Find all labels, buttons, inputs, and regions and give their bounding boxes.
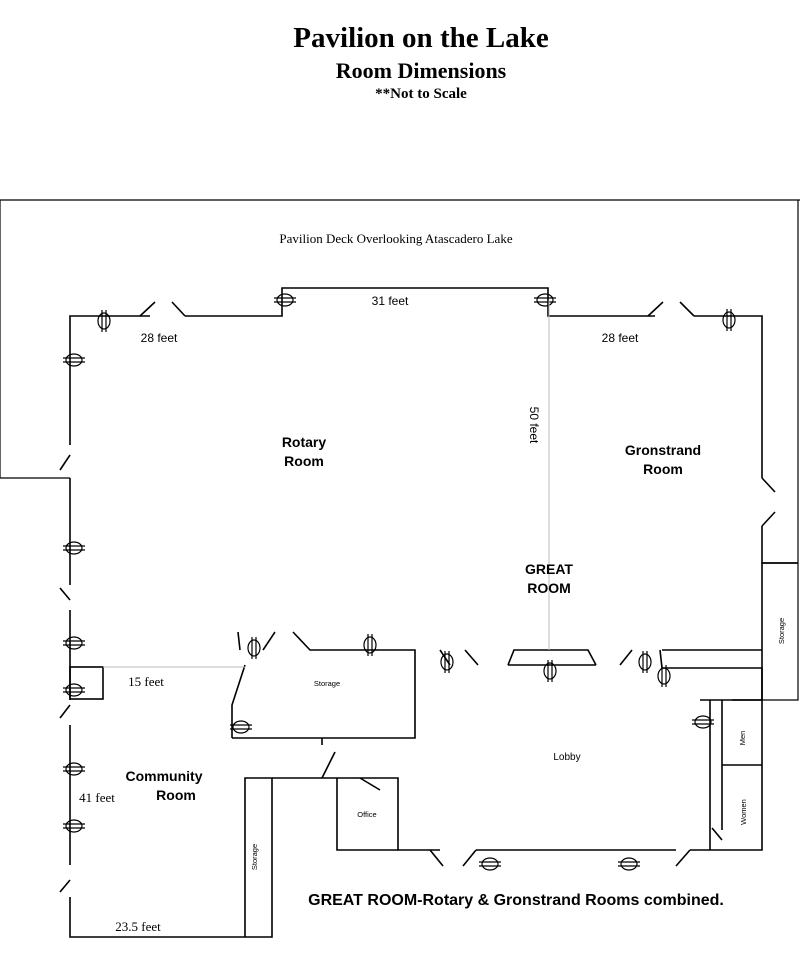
outlet-icon	[63, 683, 85, 697]
outlet-icon	[543, 660, 557, 682]
outlet-icon	[63, 353, 85, 367]
community-room-label-line2: Room	[156, 787, 196, 803]
dimension-bottom: 23.5 feet	[115, 919, 161, 934]
rotary-room-label-line2: Room	[284, 453, 324, 469]
deck-label: Pavilion Deck Overlooking Atascadero Lak…	[279, 231, 512, 246]
outlet-icon	[722, 309, 736, 331]
dimension-gronstrand-top: 28 feet	[602, 331, 639, 345]
lobby-label: Lobby	[553, 752, 580, 763]
outlet-icon	[363, 634, 377, 656]
deck-outline	[0, 199, 800, 701]
page-title: Pavilion on the Lake	[293, 22, 549, 54]
great-room-label-line2: ROOM	[527, 580, 571, 596]
storage-left-label: Storage	[250, 844, 259, 870]
great-room-label-line1: GREAT	[525, 561, 573, 577]
outlet-icon	[247, 637, 261, 659]
outlet-icon	[638, 651, 652, 673]
gronstrand-room-label-line2: Room	[643, 461, 683, 477]
outlet-icon	[97, 310, 111, 332]
outlet-icon	[692, 715, 714, 729]
outlet-icon	[63, 541, 85, 555]
outlet-icon	[230, 720, 252, 734]
dimension-community-depth: 41 feet	[79, 790, 115, 805]
office-label: Office	[357, 810, 376, 819]
outlet-icon	[274, 293, 296, 307]
building-walls	[59, 287, 798, 938]
gronstrand-room-label-line1: Gronstrand	[625, 442, 701, 458]
rotary-room-label-line1: Rotary	[282, 434, 327, 450]
scale-note: **Not to Scale	[375, 86, 467, 102]
outlet-icon	[618, 857, 640, 871]
community-room-label-line1: Community	[126, 768, 203, 784]
outlet-icon	[534, 293, 556, 307]
outlet-icon	[479, 857, 501, 871]
women-restroom-label: Women	[739, 799, 748, 825]
outlet-icon	[63, 636, 85, 650]
storage-right-label: Storage	[777, 618, 786, 644]
outlet-icon	[63, 762, 85, 776]
page-subtitle: Room Dimensions	[335, 58, 507, 83]
dimension-rotary-top: 28 feet	[141, 331, 178, 345]
storage-center-label: Storage	[314, 679, 340, 688]
outlet-icon	[440, 651, 454, 673]
outlet-symbols	[63, 293, 736, 871]
caption: GREAT ROOM-Rotary & Gronstrand Rooms com…	[308, 892, 724, 909]
dimension-depth: 50 feet	[527, 407, 541, 444]
outlet-icon	[63, 819, 85, 833]
dimension-community-width: 15 feet	[128, 674, 164, 689]
men-restroom-label: Men	[738, 731, 747, 746]
outlet-icon	[657, 665, 671, 687]
dimension-top: 31 feet	[372, 294, 409, 308]
